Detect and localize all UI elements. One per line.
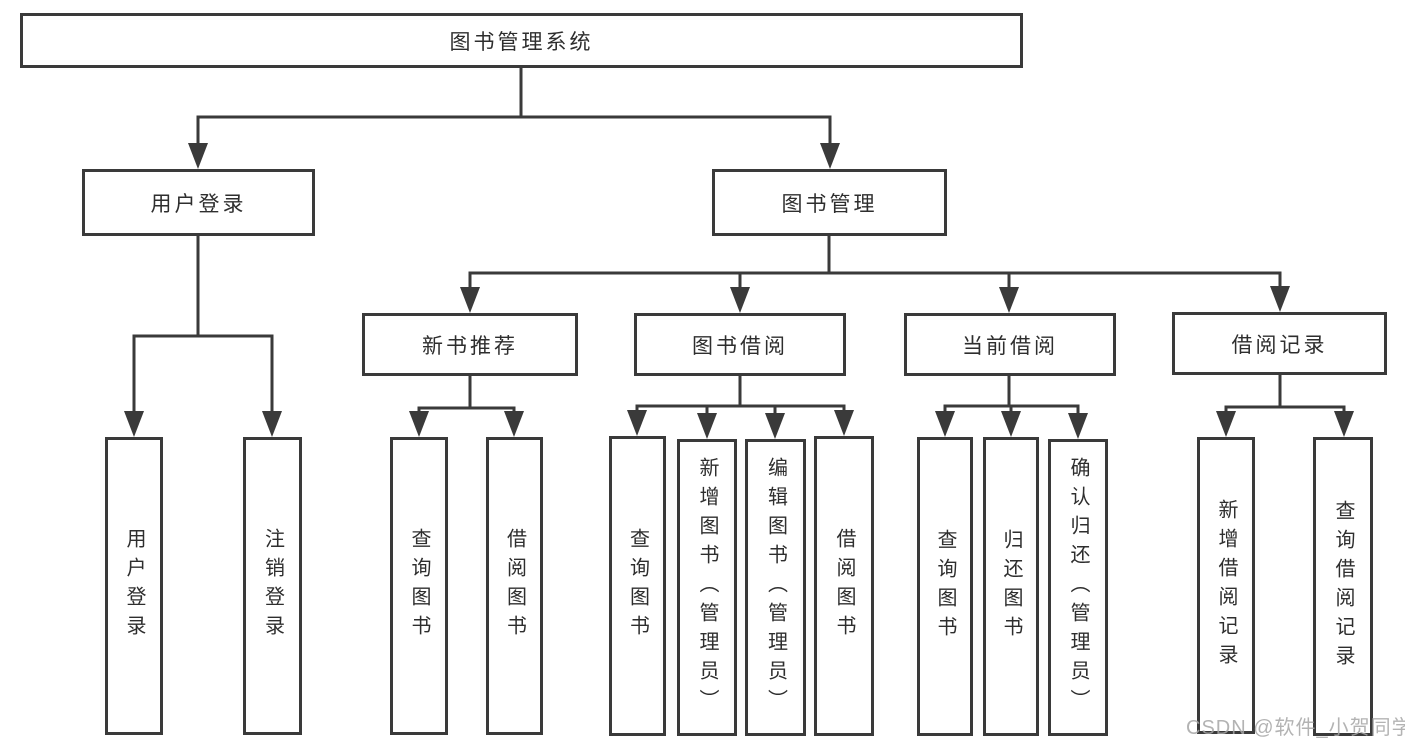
node-book-management: 图书管理 <box>712 169 947 236</box>
leaf-user-login: 用户登录 <box>105 437 163 735</box>
node-current-borrowing: 当前借阅 <box>904 313 1116 376</box>
node-book-management-label: 图书管理 <box>781 192 878 216</box>
leaf-add-books-admin: 新增图书（管理员） <box>677 439 737 736</box>
node-book-management-system: 图书管理系统 <box>20 13 1023 68</box>
leaf-query-books-recommend: 查询图书 <box>390 437 448 735</box>
leaf-user-login-label: 用户登录 <box>123 528 145 644</box>
node-book-borrowing-label: 图书借阅 <box>692 334 788 358</box>
node-current-borrowing-label: 当前借阅 <box>962 334 1058 358</box>
leaf-confirm-return-admin: 确认归还（管理员） <box>1048 439 1108 736</box>
leaf-add-books-admin-label: 新增图书（管理员） <box>696 457 718 718</box>
node-new-book-recommend-label: 新书推荐 <box>422 334 518 358</box>
node-book-management-system-label: 图书管理系统 <box>449 30 594 54</box>
node-borrowing-records: 借阅记录 <box>1172 312 1387 375</box>
leaf-query-books-borrowing: 查询图书 <box>609 436 666 736</box>
node-user-login-label: 用户登录 <box>150 192 247 216</box>
watermark: CSDN @软件_小贺同学 <box>1186 717 1405 739</box>
leaf-borrow-books-recommend: 借阅图书 <box>486 437 543 735</box>
leaf-borrow-books-recommend-label: 借阅图书 <box>503 528 526 644</box>
leaf-logout: 注销登录 <box>243 437 302 735</box>
leaf-borrow-books-borrowing-label: 借阅图书 <box>833 528 855 644</box>
node-new-book-recommend: 新书推荐 <box>362 313 578 376</box>
leaf-add-borrow-record-label: 新增借阅记录 <box>1215 498 1237 673</box>
leaf-return-books: 归还图书 <box>983 437 1039 736</box>
node-user-login: 用户登录 <box>82 169 315 236</box>
leaf-add-borrow-record: 新增借阅记录 <box>1197 437 1255 734</box>
leaf-edit-books-admin-label: 编辑图书（管理员） <box>764 457 787 718</box>
leaf-return-books-label: 归还图书 <box>1000 528 1022 645</box>
leaf-query-books-current: 查询图书 <box>917 437 973 736</box>
leaf-query-books-recommend-label: 查询图书 <box>408 528 430 644</box>
leaf-query-borrow-record: 查询借阅记录 <box>1313 437 1373 736</box>
leaf-query-books-current-label: 查询图书 <box>934 528 956 645</box>
node-borrowing-records-label: 借阅记录 <box>1231 333 1328 357</box>
leaf-query-books-borrowing-label: 查询图书 <box>626 528 649 644</box>
leaf-edit-books-admin: 编辑图书（管理员） <box>745 439 806 736</box>
leaf-logout-label: 注销登录 <box>261 528 284 644</box>
leaf-borrow-books-borrowing: 借阅图书 <box>814 436 874 736</box>
leaf-confirm-return-admin-label: 确认归还（管理员） <box>1067 457 1089 718</box>
leaf-query-borrow-record-label: 查询借阅记录 <box>1332 499 1354 674</box>
node-book-borrowing: 图书借阅 <box>634 313 846 376</box>
